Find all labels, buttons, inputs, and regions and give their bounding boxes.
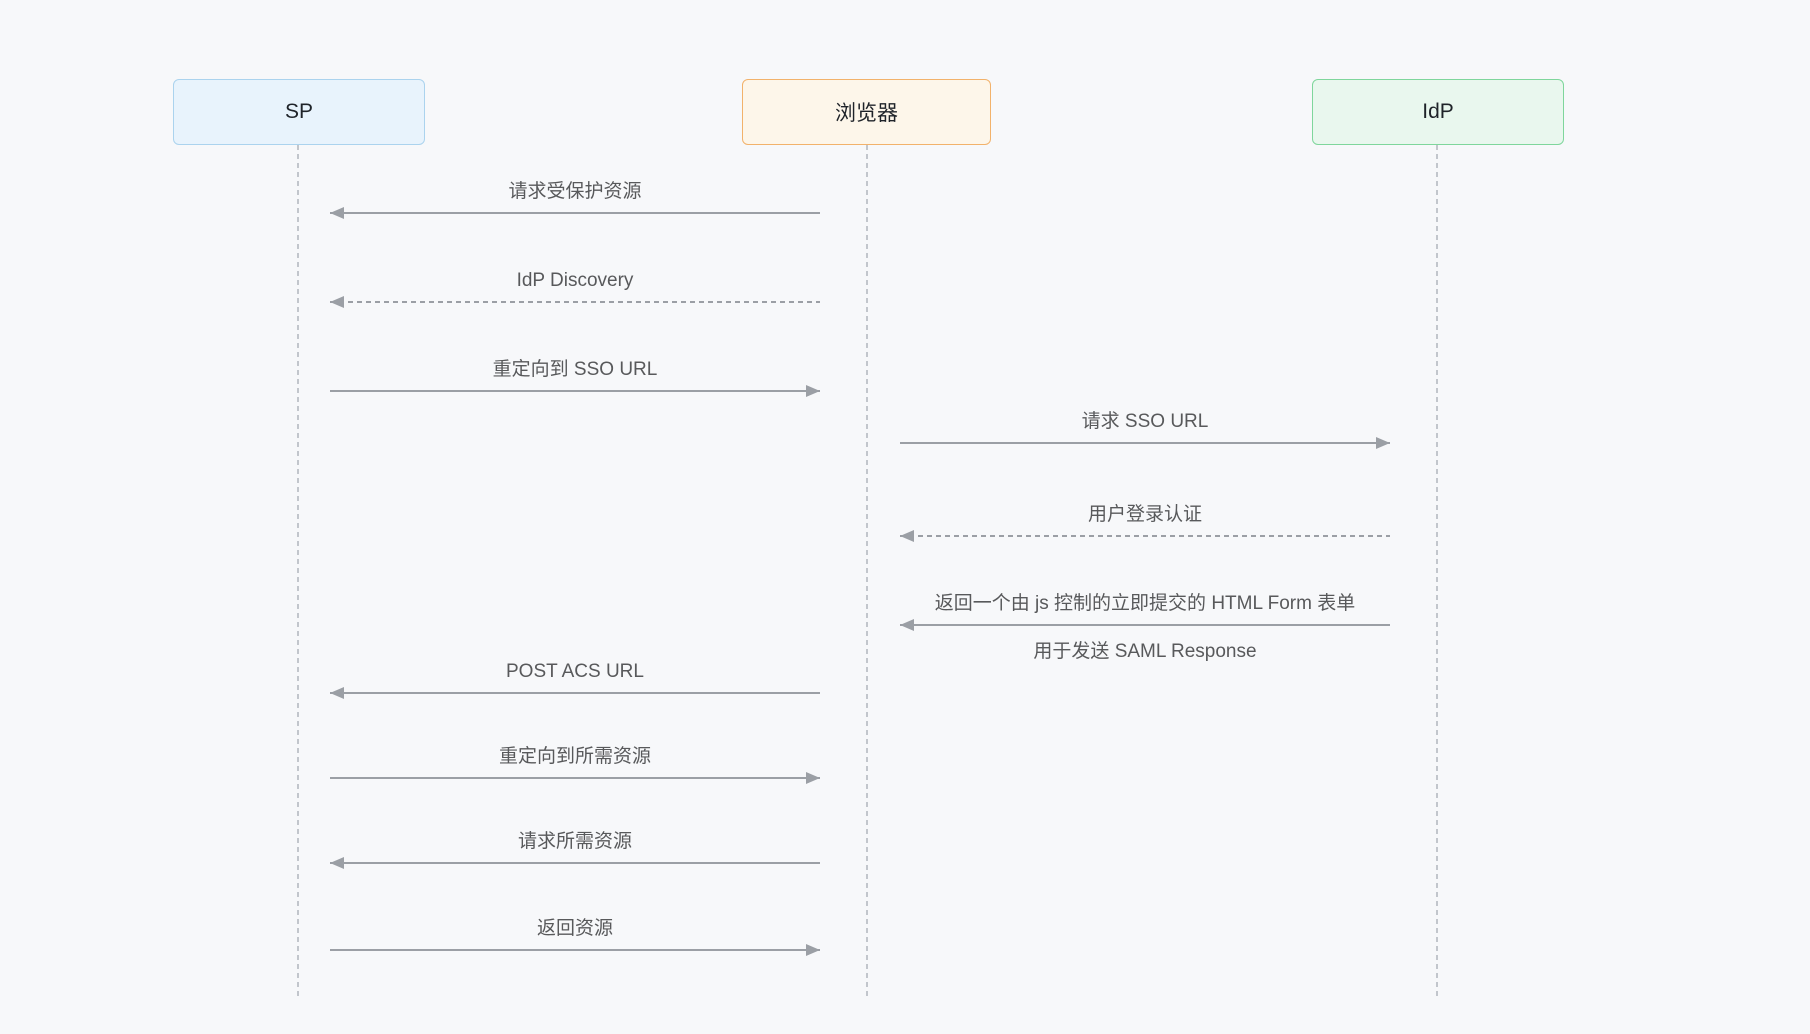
arrowhead-right-icon <box>1376 437 1390 449</box>
message-label: 返回资源 <box>536 918 613 939</box>
message-sublabel: 用于发送 SAML Response <box>1033 641 1257 662</box>
message-request-sso-url: 请求 SSO URL <box>900 409 1390 449</box>
message-arrow <box>900 530 1390 542</box>
message-label: 用户登录认证 <box>1087 504 1202 525</box>
arrowhead-left-icon <box>900 530 914 542</box>
lifeline-sp <box>297 145 299 997</box>
message-post-acs-url: POST ACS URL <box>330 659 820 699</box>
message-arrow <box>900 437 1390 449</box>
message-label: 请求所需资源 <box>517 831 632 852</box>
arrowhead-right-icon <box>806 385 820 397</box>
message-label: 重定向到所需资源 <box>498 746 651 767</box>
message-arrow <box>330 944 820 956</box>
message-redirect-target-resource: 重定向到所需资源 <box>330 744 820 784</box>
actor-label-browser: 浏览器 <box>835 102 898 125</box>
message-arrow <box>330 385 820 397</box>
message-label: 返回一个由 js 控制的立即提交的 HTML Form 表单 <box>934 593 1356 614</box>
arrowhead-left-icon <box>330 207 344 219</box>
message-redirect-sso-url: 重定向到 SSO URL <box>330 357 820 397</box>
message-label: POST ACS URL <box>506 661 644 682</box>
lifeline-idp <box>1436 145 1438 997</box>
message-request-protected-resource: 请求受保护资源 <box>330 179 820 219</box>
message-label: 请求受保护资源 <box>508 181 642 202</box>
message-user-login-auth: 用户登录认证 <box>900 502 1390 542</box>
arrowhead-right-icon <box>806 944 820 956</box>
message-arrow <box>900 619 1390 631</box>
arrowhead-left-icon <box>330 687 344 699</box>
actor-box-idp: IdP <box>1312 79 1564 145</box>
message-arrow <box>330 857 820 869</box>
actor-label-sp: SP <box>284 100 313 123</box>
message-label: IdP Discovery <box>516 270 634 291</box>
message-arrow <box>330 772 820 784</box>
arrowhead-left-icon <box>330 857 344 869</box>
actor-box-browser: 浏览器 <box>742 79 991 145</box>
actor-label-idp: IdP <box>1422 100 1454 123</box>
message-label: 请求 SSO URL <box>1081 411 1209 432</box>
arrowhead-left-icon <box>330 296 344 308</box>
message-request-target-resource: 请求所需资源 <box>330 829 820 869</box>
message-idp-discovery: IdP Discovery <box>330 268 820 308</box>
message-arrow <box>330 687 820 699</box>
arrowhead-right-icon <box>806 772 820 784</box>
message-return-resource: 返回资源 <box>330 916 820 956</box>
message-label: 重定向到 SSO URL <box>492 359 658 380</box>
arrowhead-left-icon <box>900 619 914 631</box>
message-arrow <box>330 296 820 308</box>
message-return-html-form: 返回一个由 js 控制的立即提交的 HTML Form 表单 用于发送 SAML… <box>900 591 1390 665</box>
lifeline-browser <box>866 145 868 997</box>
message-arrow <box>330 207 820 219</box>
actor-box-sp: SP <box>173 79 425 145</box>
